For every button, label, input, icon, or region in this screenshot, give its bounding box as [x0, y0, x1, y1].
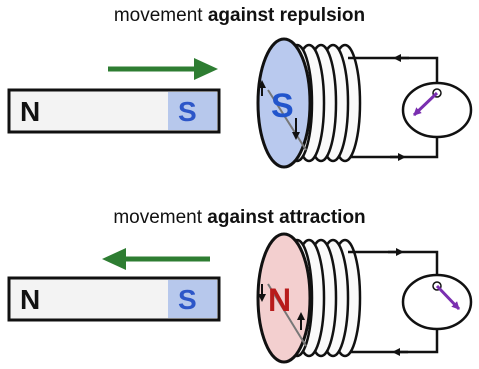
motion-arrow-left-icon [102, 248, 210, 270]
heading-attraction-plain: movement [113, 207, 208, 228]
galvanometer-top-icon [401, 81, 473, 139]
circuit-wires-top [348, 54, 439, 161]
magnet-top-s-pole: S [178, 96, 197, 127]
coil-bottom: N [256, 232, 362, 364]
heading-repulsion: movement against repulsion [0, 5, 479, 27]
magnet-bottom-n-pole: N [20, 284, 40, 315]
heading-attraction-bold: against attraction [207, 207, 366, 228]
coil-bottom-pole: N [268, 282, 291, 318]
panel-repulsion: N S S [7, 37, 473, 169]
heading-repulsion-bold: against repulsion [207, 5, 366, 26]
panel-attraction: N S N [7, 232, 473, 364]
coil-top: S [256, 37, 362, 169]
circuit-wires-bottom [348, 248, 439, 356]
galvanometer-bottom-icon [401, 273, 473, 331]
magnet-top-n-pole: N [20, 96, 40, 127]
bar-magnet-bottom: N S [7, 276, 221, 322]
coil-top-pole: S [271, 87, 294, 125]
bar-magnet-top: N S [7, 88, 221, 134]
heading-attraction: movement against attraction [0, 207, 479, 229]
motion-arrow-right-icon [108, 58, 218, 80]
magnet-bottom-s-pole: S [178, 284, 197, 315]
heading-repulsion-plain: movement [113, 5, 208, 26]
